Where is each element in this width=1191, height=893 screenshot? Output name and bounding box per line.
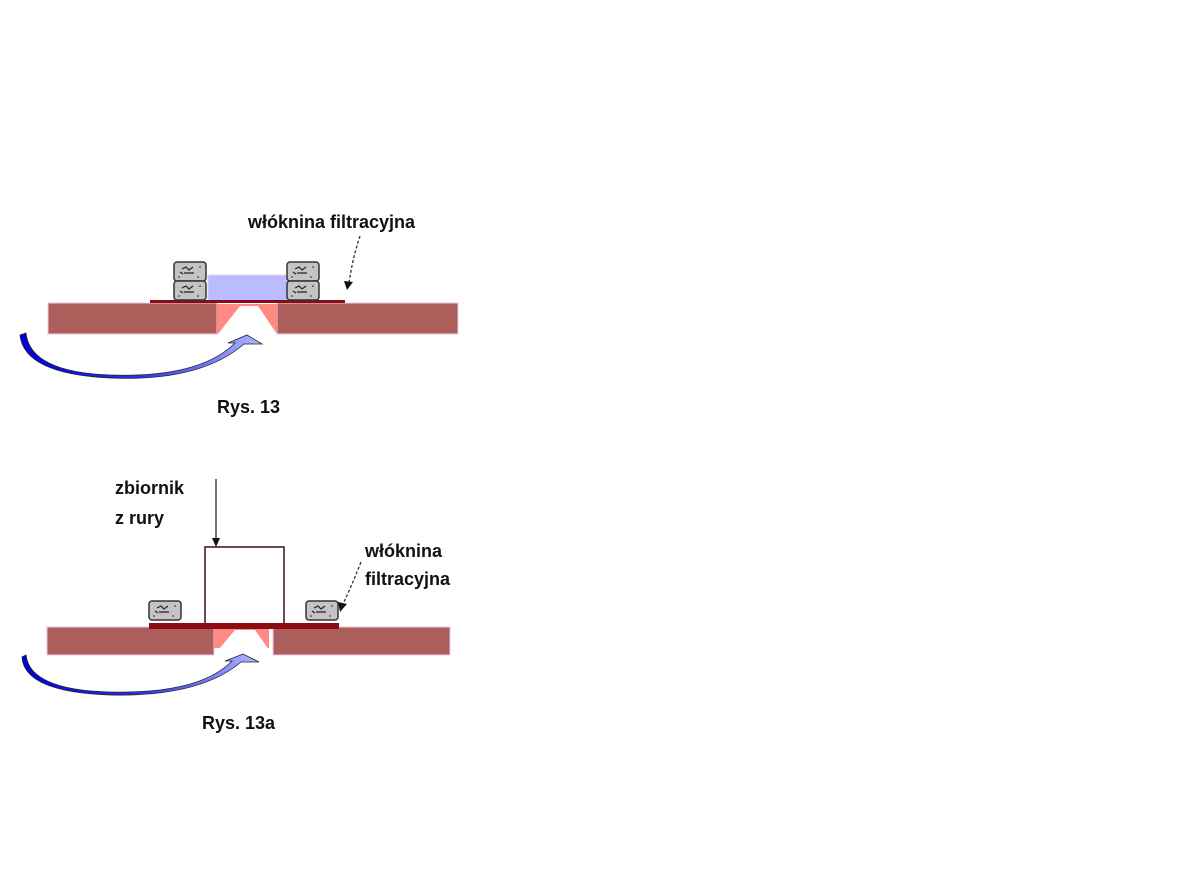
stone-icon xyxy=(286,261,320,282)
stone-icon xyxy=(173,280,207,301)
filter-layer xyxy=(149,623,339,629)
stone-icon xyxy=(305,600,339,621)
ground-plate-left xyxy=(47,302,218,335)
stone-icon xyxy=(148,600,182,621)
stone-icon xyxy=(286,280,320,301)
figure-13a: zbiornik z rury włóknina filtracyjna Rys… xyxy=(21,478,451,733)
pointer-arrow xyxy=(348,235,361,285)
ground-plate-right xyxy=(276,302,459,335)
flow-arrow-icon xyxy=(19,332,264,379)
ground-plate-left xyxy=(46,626,215,656)
figure-caption: Rys. 13 xyxy=(217,397,280,417)
tank-label-line1: zbiornik xyxy=(115,478,185,498)
hole-opening xyxy=(214,630,273,655)
stone-icon xyxy=(173,261,207,282)
flow-arrow-icon xyxy=(21,653,260,696)
pipe-tank xyxy=(204,546,285,625)
filter-layer xyxy=(150,300,345,303)
tank-label-line2: z rury xyxy=(115,508,164,528)
pointer-arrow xyxy=(342,561,362,605)
filter-label-line1: włóknina xyxy=(364,541,443,561)
ground-plate-right xyxy=(272,626,451,656)
figure-13: włóknina filtracyjna Rys. 13 xyxy=(19,212,459,417)
pointer-arrowhead xyxy=(344,281,353,290)
tank-pointer-arrowhead xyxy=(212,538,220,547)
filter-label: włóknina filtracyjna xyxy=(247,212,416,232)
pointer-arrowhead xyxy=(338,602,347,612)
filter-label-line2: filtracyjna xyxy=(365,569,451,589)
figure-caption: Rys. 13a xyxy=(202,713,276,733)
water-column xyxy=(207,274,288,302)
hole-opening xyxy=(218,306,277,334)
